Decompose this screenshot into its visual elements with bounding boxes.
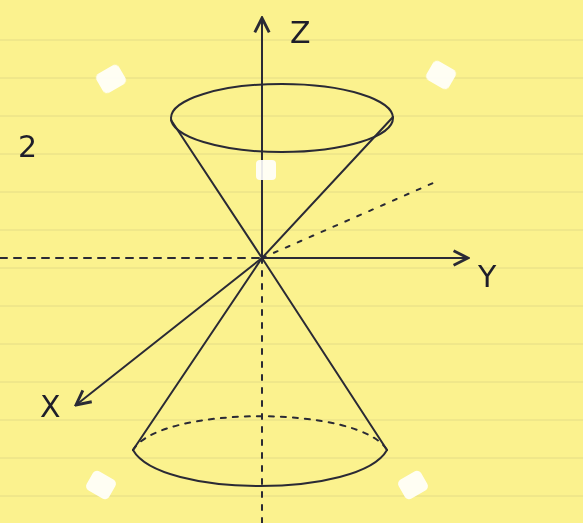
height-number: 2	[18, 132, 37, 162]
notebook-lines	[0, 40, 583, 496]
double-cone	[133, 84, 393, 486]
axis-label: X	[40, 392, 61, 422]
axes	[0, 18, 468, 523]
tape-patches	[84, 59, 458, 501]
axis-label: Y	[478, 262, 496, 292]
axis-label: Z	[290, 18, 311, 48]
